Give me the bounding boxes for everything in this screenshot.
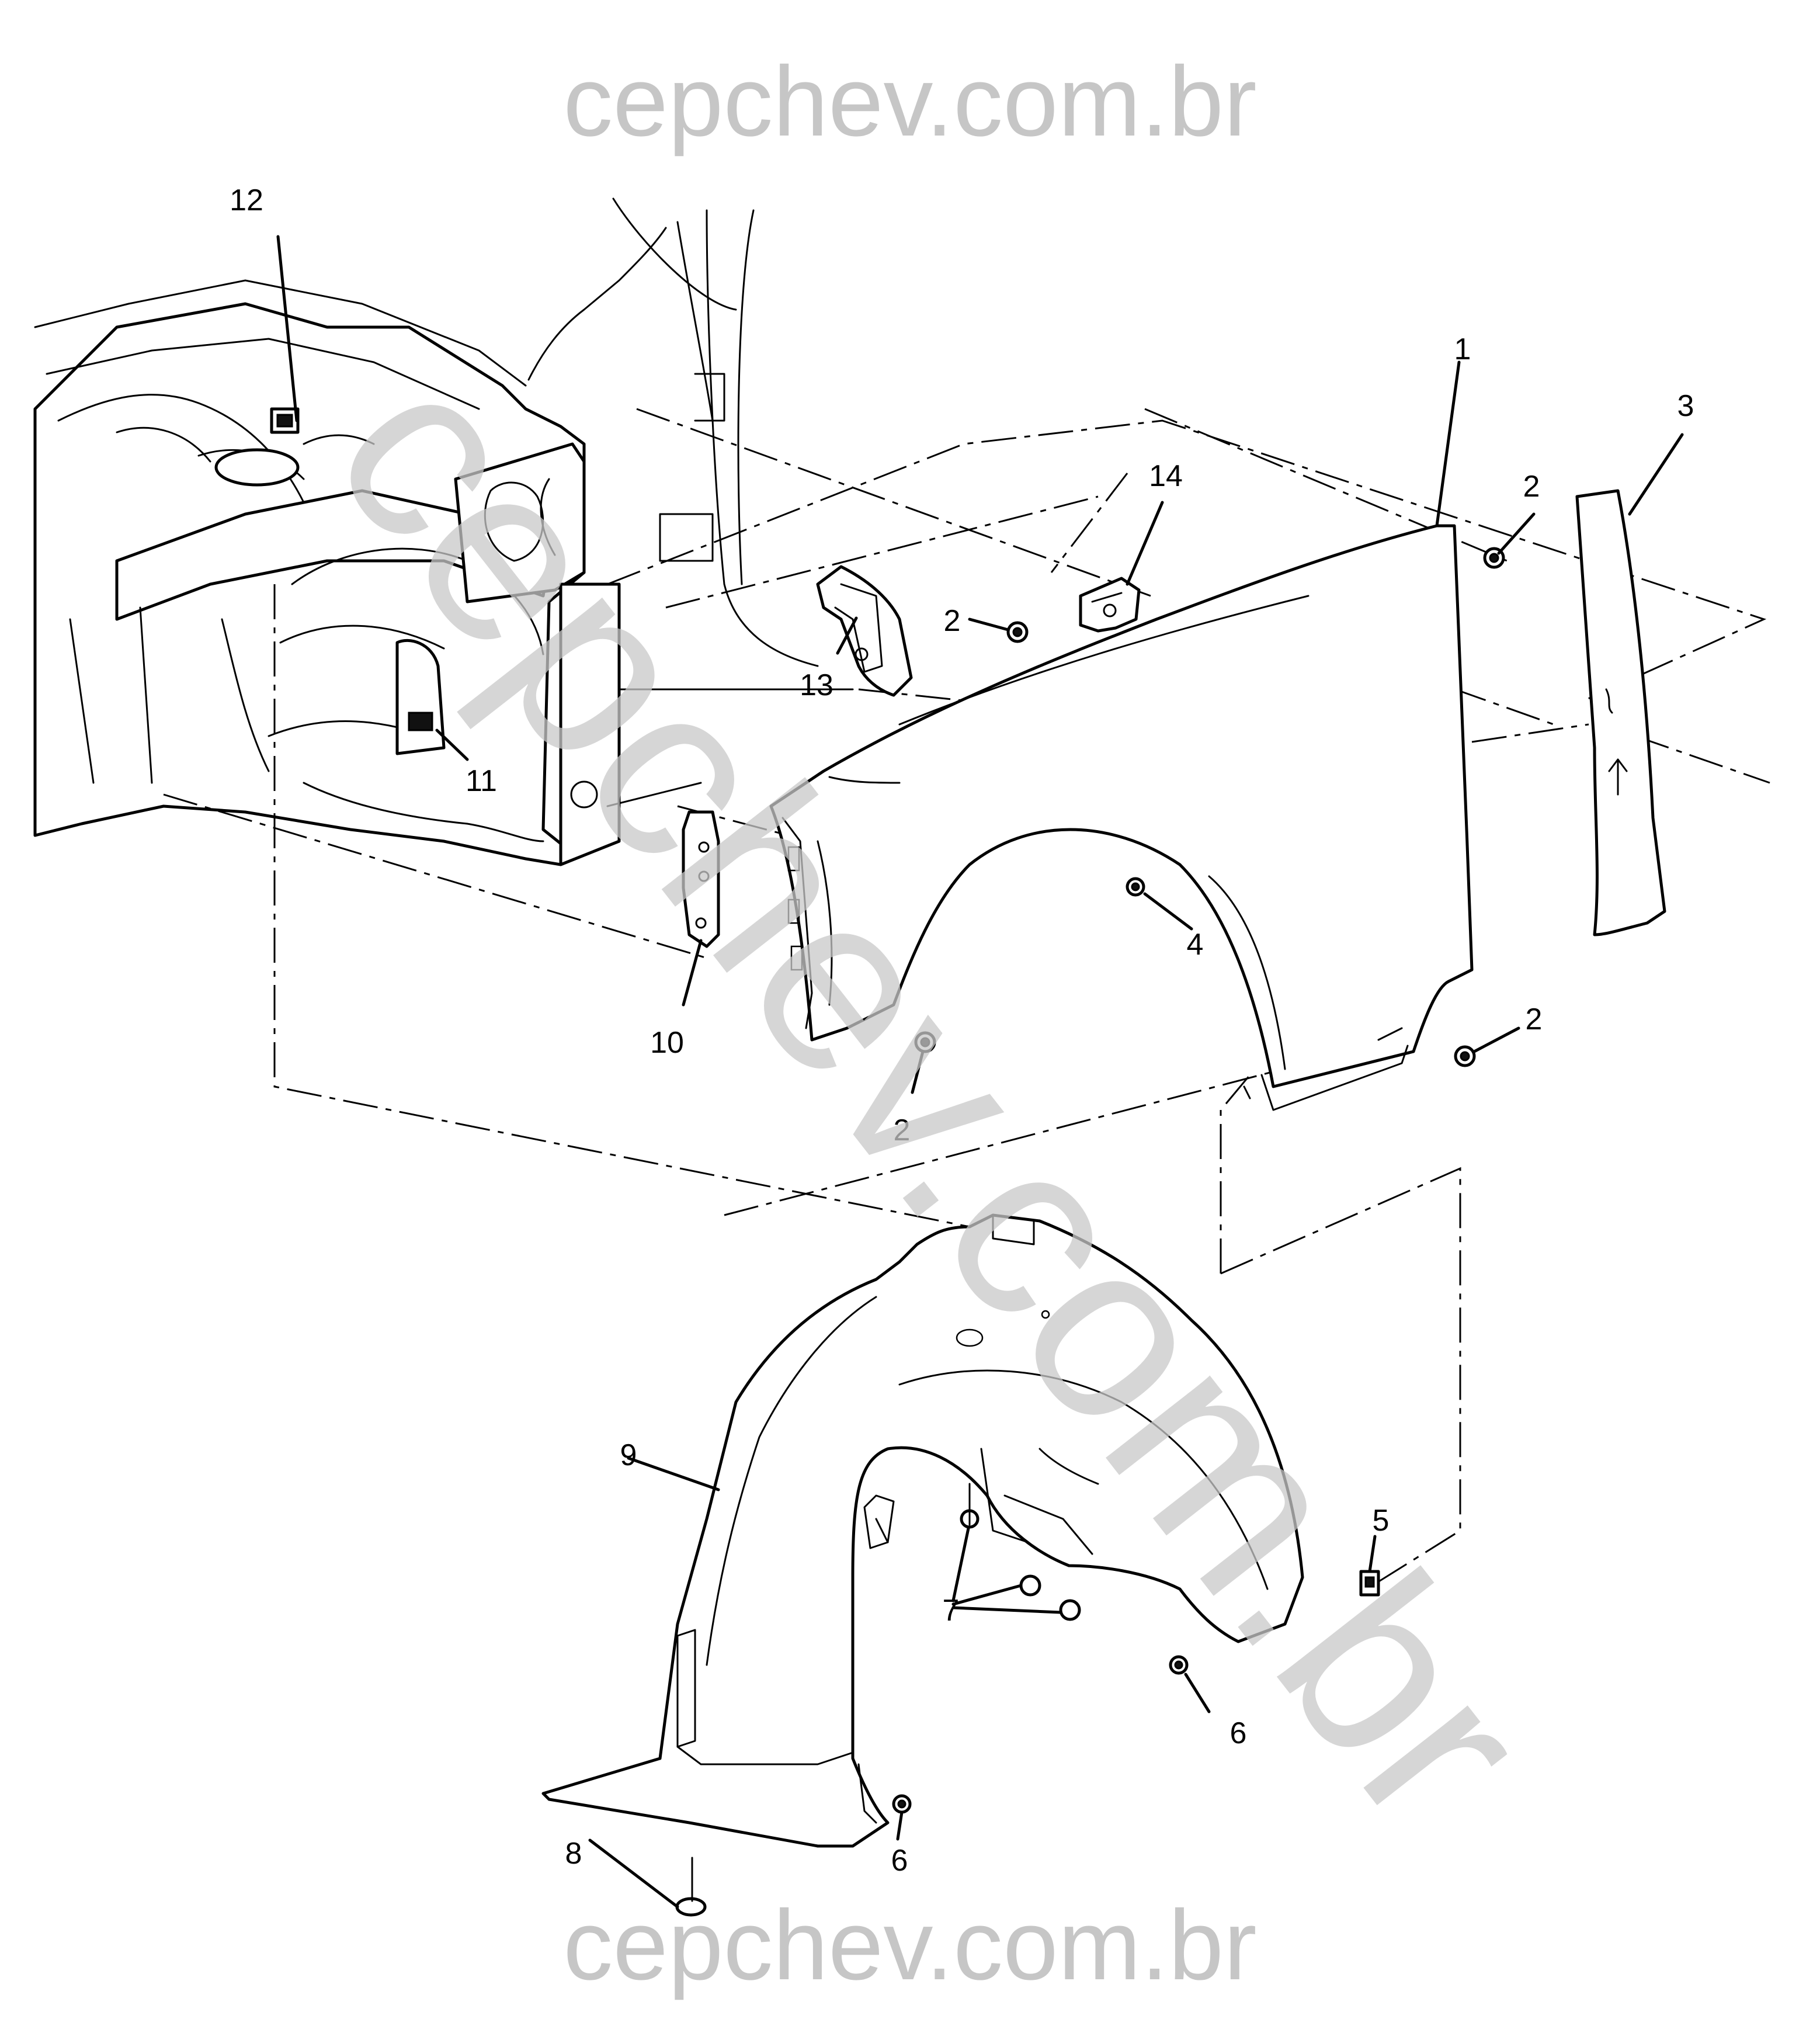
- callout-7: 7: [943, 1594, 960, 1628]
- fender-panel: [769, 524, 1474, 1111]
- push-pin-mid: [1019, 1574, 1041, 1597]
- push-pin-upper: [960, 1483, 980, 1529]
- callout-10: 10: [650, 1026, 684, 1060]
- callout-5: 5: [1373, 1504, 1390, 1538]
- callout-13: 13: [800, 668, 833, 702]
- nut-wheel-opening: [1126, 877, 1145, 897]
- callout-4: 4: [1187, 928, 1204, 962]
- leader-lines: [276, 235, 1684, 1909]
- callout-8: 8: [565, 1837, 582, 1871]
- screw-lower-rear: [1454, 1045, 1476, 1067]
- screw-upper-fender: [1006, 621, 1029, 643]
- screw-lower-front: [914, 1031, 936, 1053]
- fender-insulator: [1575, 489, 1666, 936]
- callout-14: 14: [1149, 459, 1183, 493]
- callout-3: 3: [1677, 389, 1694, 423]
- callout-11: 11: [466, 764, 497, 798]
- callout-6-rear: 6: [1230, 1716, 1247, 1750]
- callout-6-front: 6: [891, 1844, 908, 1878]
- callout-2-lower-rear: 2: [1526, 1002, 1543, 1036]
- callout-9: 9: [620, 1438, 637, 1472]
- callout-labels: 1 2 2 2 2 2 3 4 5 6 6 7 8 9 10 11 12 13 …: [230, 183, 1694, 1878]
- clip-part-5: [1359, 1570, 1380, 1597]
- push-pin-lower: [1059, 1599, 1081, 1621]
- screw-liner-front: [892, 1794, 912, 1814]
- screw-liner-rear: [1169, 1655, 1189, 1675]
- callout-2-upper-fender: 2: [944, 604, 961, 638]
- callout-12: 12: [230, 183, 263, 217]
- watermark-top: cepchev.com.br: [563, 46, 1256, 157]
- watermark-bottom: cepchev.com.br: [563, 1890, 1256, 2001]
- callout-2-lower-front: 2: [894, 1113, 911, 1147]
- fender-mount-bracket: [816, 565, 913, 697]
- callout-2-upper-rear: 2: [1523, 470, 1540, 504]
- wheelhouse-liner: [541, 1213, 1304, 1848]
- vehicle-front-structure: [33, 197, 854, 866]
- callout-1: 1: [1454, 332, 1471, 366]
- fender-bracket: [1079, 577, 1141, 633]
- screw-liner-bottom: [675, 1857, 707, 1917]
- fender-support-bracket: [682, 810, 720, 948]
